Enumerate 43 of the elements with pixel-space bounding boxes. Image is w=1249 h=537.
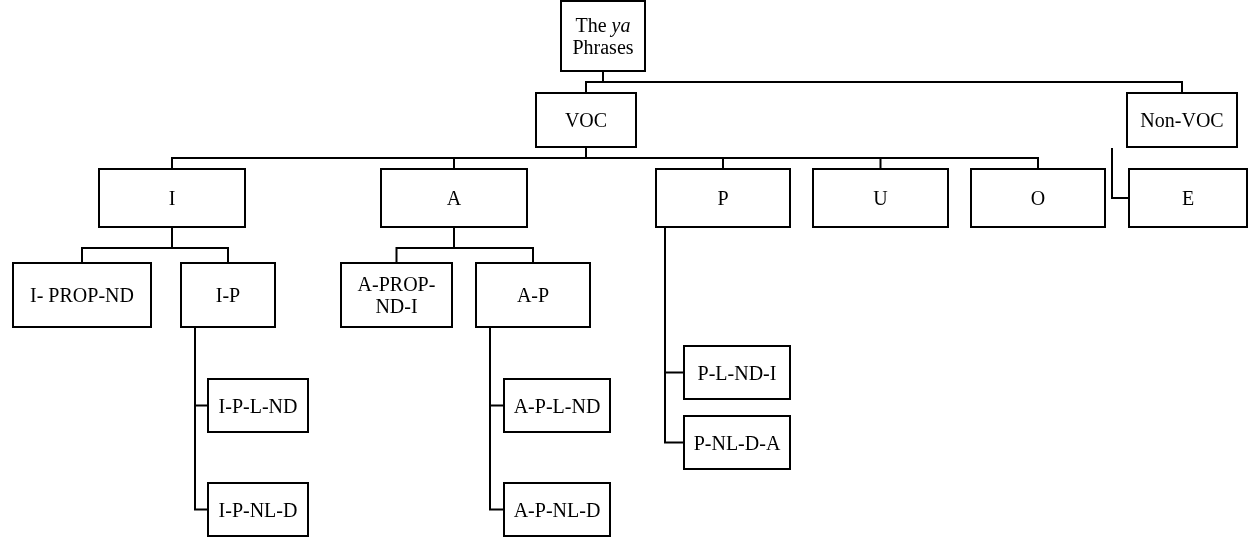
category-box <box>340 262 453 328</box>
category-box <box>812 168 949 228</box>
node-label: A-P-NL-D <box>513 498 601 521</box>
node-label: I-P <box>215 284 241 306</box>
category-box <box>475 262 591 328</box>
category-box <box>503 482 611 537</box>
node-label: P <box>717 187 729 209</box>
connector-line <box>489 327 504 511</box>
node-label: I-P-NL-D <box>218 498 298 521</box>
category-box <box>207 378 309 433</box>
connector-line <box>171 227 229 263</box>
category-box <box>683 345 791 400</box>
category-box <box>1128 168 1248 228</box>
node-label: E <box>1181 187 1195 209</box>
node-label: O <box>1030 187 1046 209</box>
node-label: Non-VOC <box>1140 109 1224 131</box>
connector-line <box>194 327 208 511</box>
node-label: A-PROP-ND-I <box>356 273 437 317</box>
category-box <box>207 482 309 537</box>
category-box <box>535 92 637 148</box>
category-box <box>503 378 611 433</box>
node-label: A-P-L-ND <box>513 394 601 417</box>
node-label: I-P-L-ND <box>218 394 298 417</box>
category-box <box>98 168 246 228</box>
category-box <box>655 168 791 228</box>
category-box <box>560 0 646 72</box>
connector-line <box>664 227 684 444</box>
category-box <box>12 262 152 328</box>
node-label: The ya Phrases <box>571 14 635 58</box>
node-label: VOC <box>564 109 608 131</box>
connector-line <box>1111 147 1129 199</box>
category-box <box>970 168 1106 228</box>
category-box <box>683 415 791 470</box>
node-label: I- PROP-ND <box>30 284 134 306</box>
node-label: A-P <box>516 284 550 306</box>
node-label: A <box>446 187 462 209</box>
category-box <box>380 168 528 228</box>
node-label: U <box>873 187 888 209</box>
node-label: P-L-ND-I <box>697 361 777 384</box>
node-label: I <box>168 187 176 209</box>
category-box <box>1126 92 1238 148</box>
node-label: P-NL-D-A <box>693 431 781 454</box>
category-box <box>180 262 276 328</box>
